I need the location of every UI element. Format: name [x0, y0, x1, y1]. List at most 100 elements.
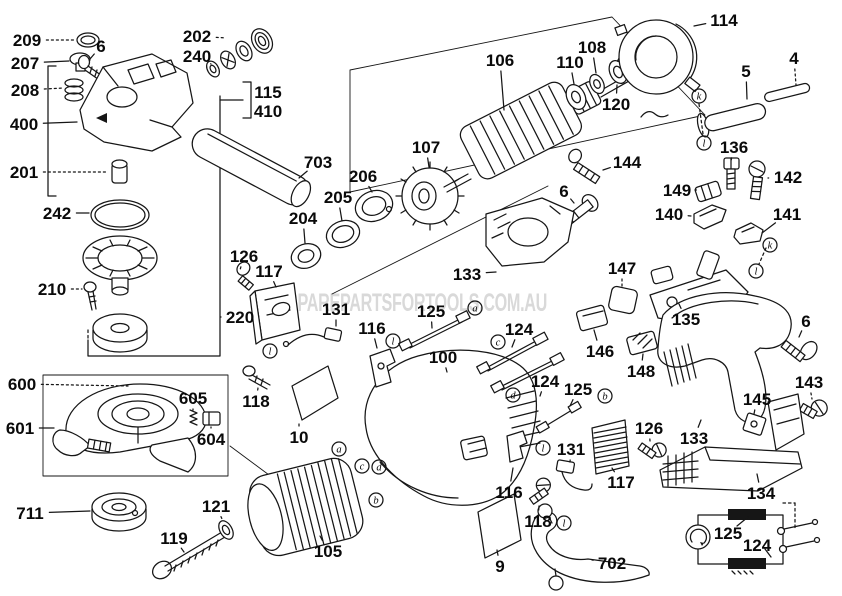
leader-line — [693, 23, 707, 27]
part-number-label: 114 — [710, 11, 738, 30]
bolt-6-right — [780, 339, 818, 363]
part-number-label: 604 — [197, 430, 226, 449]
part-number-label: 117 — [607, 473, 634, 492]
clip-604 — [202, 411, 221, 426]
part-number-label: 205 — [324, 188, 352, 207]
ref-marker-circle — [597, 388, 613, 404]
brush-plate-117-top — [249, 282, 301, 345]
fan-baffle-114 — [614, 19, 701, 95]
part-number-label: 605 — [179, 389, 207, 408]
part-number-label: 131 — [557, 440, 585, 459]
ref-marker-letter: c — [360, 462, 365, 473]
part-number-label: 240 — [183, 47, 211, 66]
leader-line — [569, 399, 574, 407]
flange-210 — [82, 235, 158, 296]
oring-242 — [90, 199, 150, 231]
part-number-label: 117 — [255, 262, 282, 281]
part-number-label: 6 — [559, 182, 568, 201]
ref-marker-circle — [490, 334, 506, 350]
pad-147 — [608, 285, 638, 315]
bolt-119 — [151, 531, 226, 580]
washer-108 — [589, 73, 605, 95]
part-number-label: 400 — [10, 115, 38, 134]
leader-line — [239, 266, 242, 271]
leader-line — [730, 157, 733, 162]
screw-210 — [83, 281, 97, 311]
ref-marker-letter: b — [373, 496, 378, 507]
part-number-label: 105 — [314, 542, 342, 561]
ref-marker-letter: d — [510, 391, 516, 402]
leader-line — [220, 516, 224, 522]
part-number-label: 5 — [741, 62, 750, 81]
part-number-label: 703 — [304, 153, 332, 172]
leader-line — [593, 329, 598, 341]
leader-line — [496, 549, 499, 556]
pin-201 — [111, 159, 128, 184]
bearing-110 — [565, 83, 587, 111]
part-number-label: 410 — [254, 102, 282, 121]
part-labels: 2092072084002012422106006017116202240115… — [6, 11, 823, 576]
part-number-label: 118 — [524, 512, 551, 531]
ref-marker-circle — [354, 458, 370, 474]
part-number-label: 142 — [774, 168, 802, 187]
part-number-label: 147 — [608, 259, 636, 278]
field-coil-105 — [247, 457, 364, 557]
ref-marker-circle — [556, 515, 572, 531]
part-number-label: 210 — [38, 280, 66, 299]
bolt-142 — [748, 160, 766, 201]
ref-marker-circle — [535, 440, 551, 456]
wiring-schematic — [685, 502, 821, 575]
callout-brackets — [42, 65, 252, 477]
part-number-label: 125 — [564, 380, 592, 399]
part-number-label: 600 — [8, 375, 36, 394]
pad-711 — [91, 492, 147, 532]
insulation-sheet-10 — [291, 365, 339, 421]
part-number-label: 144 — [613, 153, 642, 172]
ref-marker-circle — [368, 492, 384, 508]
wheel-guard-600 — [65, 383, 207, 473]
leader-line — [48, 510, 91, 513]
screw-144 — [568, 148, 601, 185]
leader-line — [298, 170, 308, 179]
ref-marker-letter: l — [542, 444, 545, 455]
part-number-label: 141 — [773, 205, 801, 224]
part-number-label: 133 — [453, 265, 481, 284]
part-number-label: 124 — [505, 320, 534, 339]
ref-marker-circle — [331, 441, 347, 457]
leader-line — [756, 473, 760, 483]
spacer-rings-202-240 — [205, 28, 274, 78]
clip-141 — [733, 222, 764, 245]
part-number-label: 149 — [663, 181, 691, 200]
part-number-label: 134 — [747, 484, 776, 503]
ref-marker-letter: k — [768, 241, 773, 252]
leader-line — [570, 198, 575, 204]
ref-marker-circle — [696, 135, 712, 151]
leader-line — [810, 392, 813, 400]
wire-131-bottom — [555, 459, 593, 491]
part-number-label: 126 — [230, 247, 258, 266]
ref-marker-letter: d — [376, 463, 382, 474]
leader-line — [319, 535, 324, 542]
part-number-label: 201 — [10, 163, 38, 182]
spring-208 — [64, 78, 84, 102]
rod-4 — [764, 82, 811, 103]
part-number-label: 146 — [586, 342, 614, 361]
backing-disc-220 — [92, 313, 148, 353]
pin-wrench-702 — [530, 503, 650, 591]
part-number-label: 145 — [743, 390, 771, 409]
bearing-204 — [290, 242, 322, 270]
leader-line — [745, 81, 748, 100]
part-number-label: 148 — [627, 362, 655, 381]
screw-118-left — [242, 365, 271, 390]
part-number-label: 108 — [578, 38, 606, 57]
leader-line — [303, 228, 306, 244]
leader-line — [678, 303, 682, 309]
screw-118-bottom — [528, 477, 551, 505]
gear-housing-cover-400 — [79, 53, 194, 152]
leader-line — [89, 53, 95, 60]
bracket-116-center — [369, 348, 396, 388]
part-number-label: 4 — [789, 49, 799, 68]
leader-line — [611, 467, 615, 473]
ref-marker-circle — [467, 300, 483, 316]
